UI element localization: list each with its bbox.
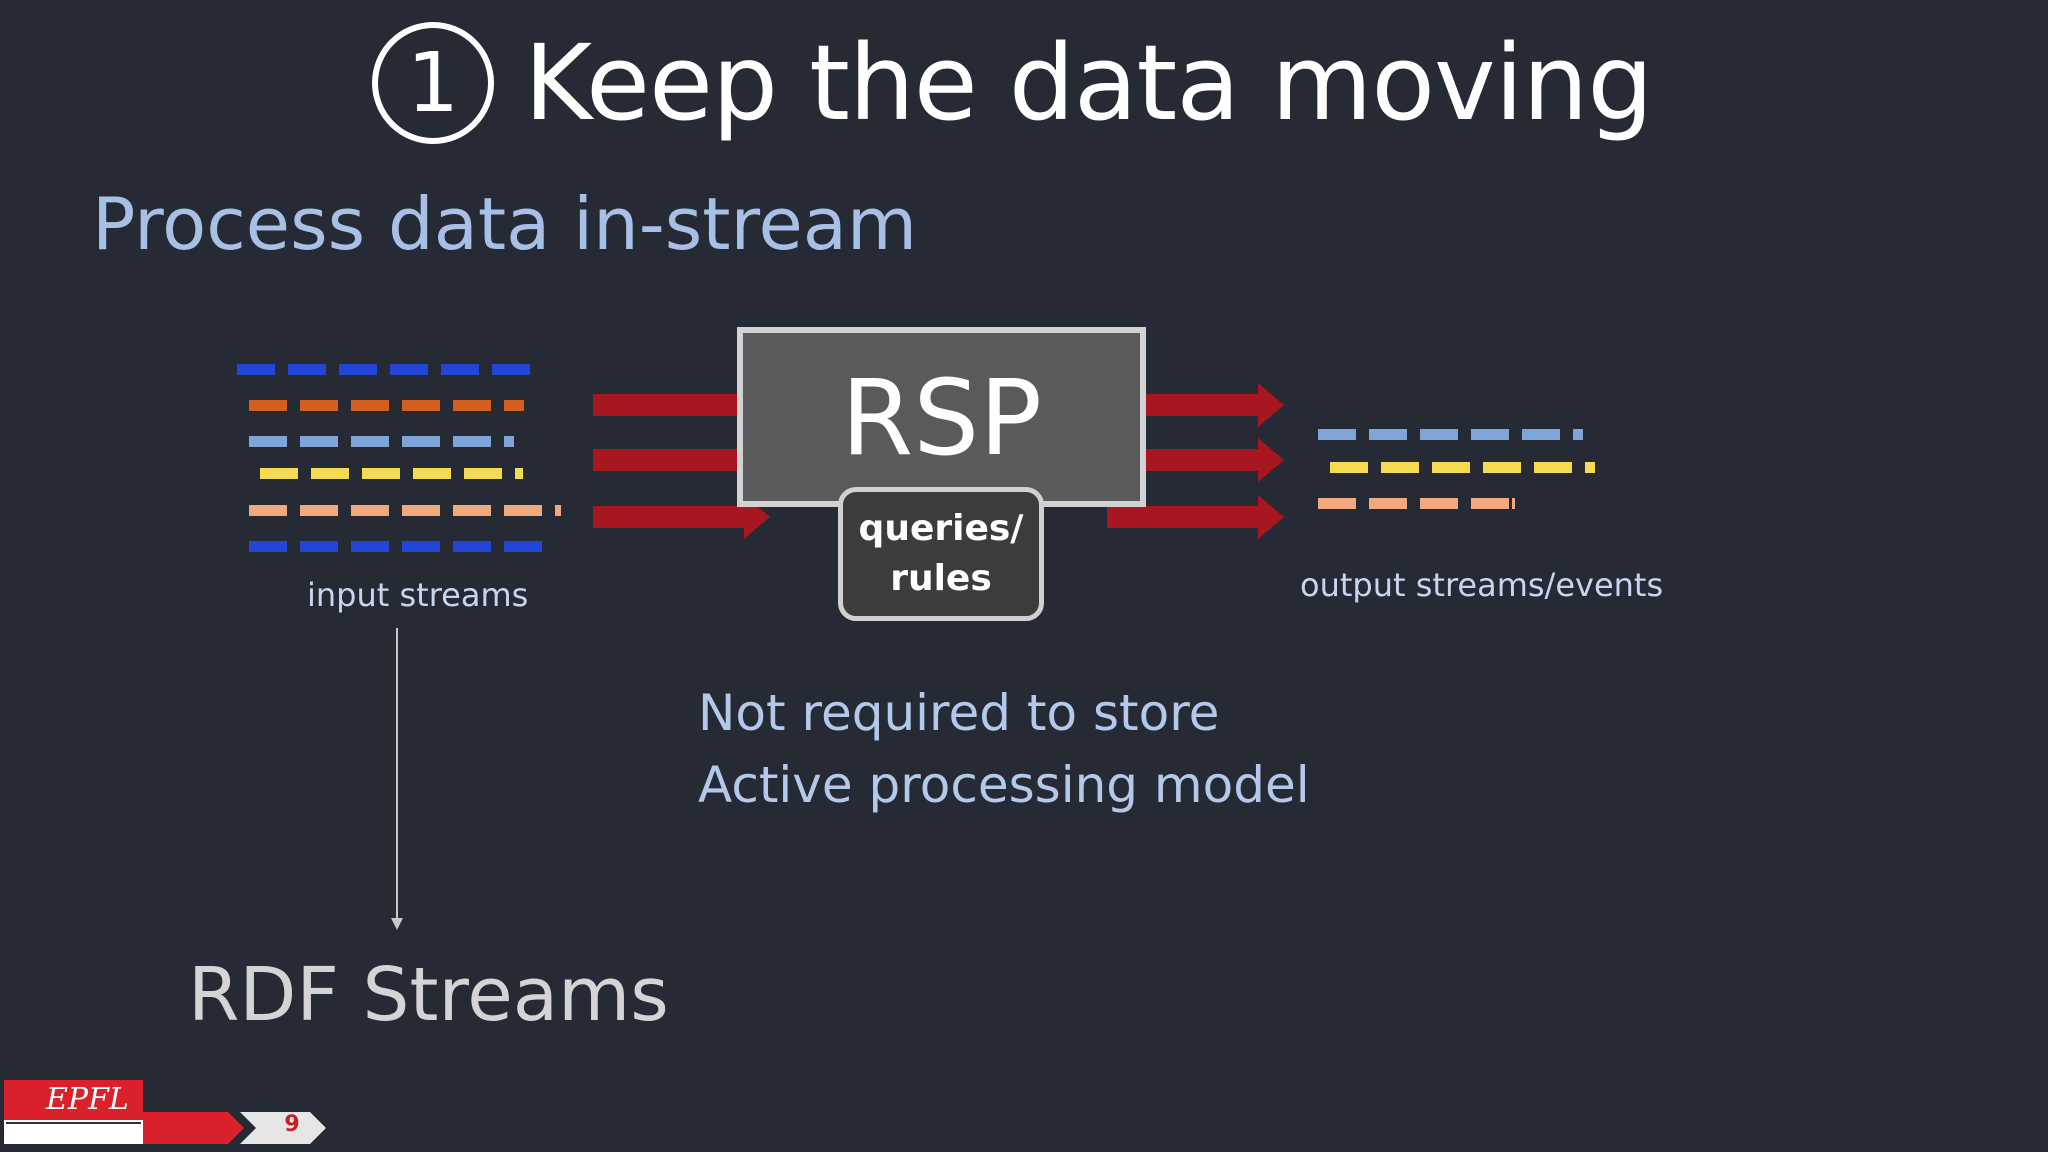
note-active-processing-model: Active processing model [698,756,1310,814]
input-dash [402,400,440,411]
input-dash [555,505,561,516]
rsp-label: RSP [841,357,1042,479]
input-dash [453,505,491,516]
input-dash [402,436,440,447]
output-dash [1369,498,1407,509]
rdf-streams-heading: RDF Streams [188,952,669,1038]
queries-label: queries/ [858,508,1024,549]
output-dash [1471,429,1509,440]
input-dash [300,505,338,516]
input-dash [351,505,389,516]
input-dash [515,468,523,479]
input-dash [249,400,287,411]
input-dash [362,468,400,479]
logo-subtext-line [6,1122,141,1142]
output-dash [1420,498,1458,509]
output-dash [1330,462,1368,473]
input-dash [237,364,275,375]
output-dash [1483,462,1521,473]
input-dash [413,468,451,479]
input-dash [453,541,491,552]
input-dash [453,436,491,447]
output-arrow [1107,495,1284,539]
output-streams-label: output streams/events [1300,566,1664,604]
input-dash [441,364,479,375]
page-number: 9 [284,1112,300,1137]
input-dash [300,541,338,552]
output-dash [1573,429,1583,440]
input-dash [504,505,542,516]
input-arrow [593,438,770,482]
output-dash [1381,462,1419,473]
input-dash [300,400,338,411]
input-dash [260,468,298,479]
down-connector-arrowhead [391,918,403,930]
input-dash [453,400,491,411]
rules-label: rules [890,558,992,599]
input-dash [249,505,287,516]
input-arrow [593,495,770,539]
output-dash [1318,498,1356,509]
input-dash [288,364,326,375]
input-dash [351,400,389,411]
input-stream-dashes [237,364,561,552]
input-dash [402,505,440,516]
input-dash [351,436,389,447]
footer-progress-bar [143,1112,326,1144]
epfl-logo: EPFL [4,1080,143,1144]
flow-arrows [593,383,1284,539]
input-streams-label: input streams [307,576,529,614]
footer-red-chevron [143,1112,244,1144]
output-dash [1432,462,1470,473]
footer-page-chevron [240,1112,326,1144]
input-dash [339,364,377,375]
input-dash [504,436,514,447]
rsp-box [737,327,1146,507]
input-dash [249,541,287,552]
output-dash [1512,498,1515,509]
input-dash [492,364,530,375]
input-dash [464,468,502,479]
input-dash [351,541,389,552]
input-dash [300,436,338,447]
step-number-badge: 1 [372,22,494,144]
output-dash [1369,429,1407,440]
output-arrow [1107,438,1284,482]
input-dash [311,468,349,479]
input-dash [402,541,440,552]
input-dash [390,364,428,375]
output-arrow [1107,383,1284,427]
output-dash [1522,429,1560,440]
output-stream-dashes [1318,429,1595,509]
slide-subtitle: Process data in-stream [92,182,918,266]
output-dash [1534,462,1572,473]
output-dash [1318,429,1356,440]
logo-red-band [4,1080,143,1120]
queries-rules-box: queries/ rules [838,487,1044,621]
input-arrow [593,383,770,427]
output-dash [1471,498,1509,509]
slide-title: 1 Keep the data moving [372,8,1653,158]
logo-wordmark: EPFL [46,1082,129,1117]
output-dash [1420,429,1458,440]
input-dash [504,541,542,552]
input-dash [249,436,287,447]
output-dash [1585,462,1595,473]
slide-title-text: Keep the data moving [524,22,1653,144]
note-not-required-to-store: Not required to store [698,684,1220,742]
input-dash [504,400,524,411]
